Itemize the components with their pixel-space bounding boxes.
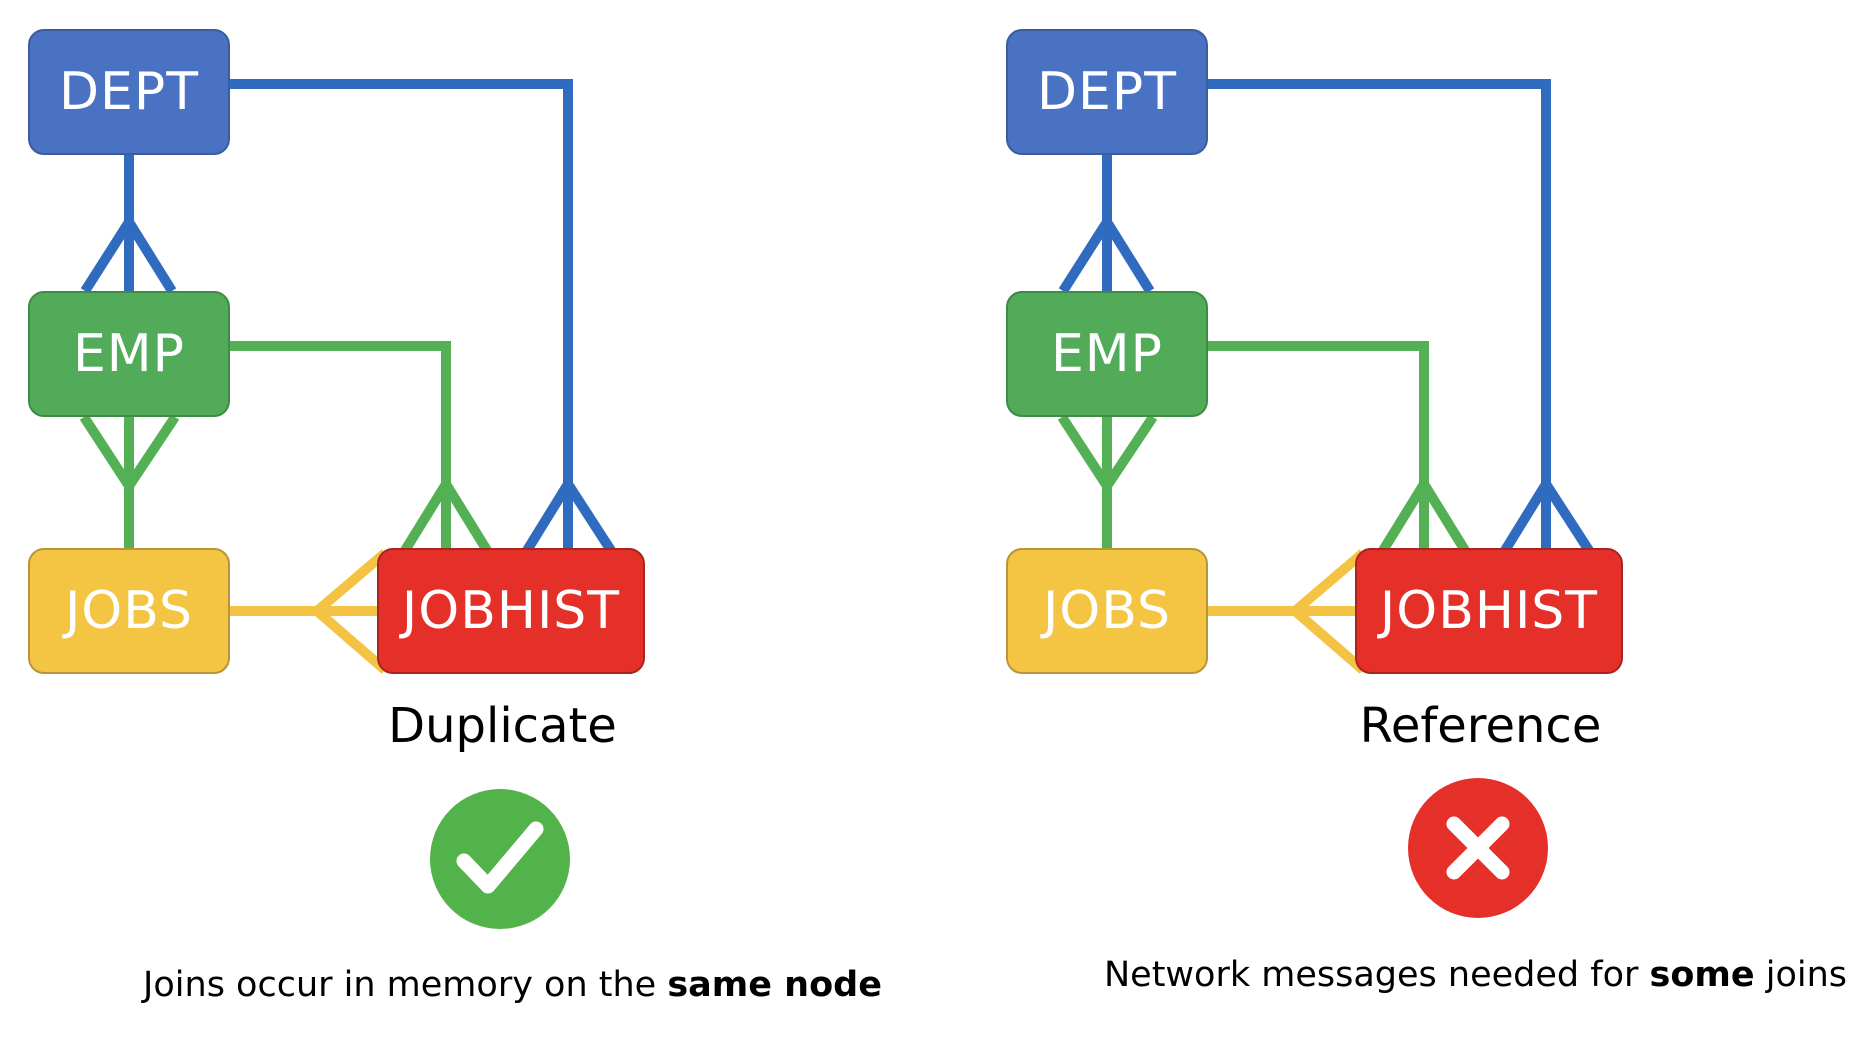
note-emphasis: some: [1649, 955, 1755, 995]
duplicate-title: Duplicate: [388, 698, 617, 754]
emp-jobhist-relationship: [1208, 341, 1471, 555]
duplicate-diagram: DEPT EMP JOBS JOBHIST Duplicate Joins oc…: [0, 29, 935, 1005]
emp-jobs-relationship: [1057, 414, 1158, 548]
reference-title: Reference: [1359, 698, 1602, 754]
reference-diagram: DEPT EMP JOBS JOBHIST Reference Network …: [978, 0, 1870, 1046]
dept-entity: DEPT: [1006, 29, 1208, 155]
dept-jobhist-relationship: [230, 79, 617, 555]
relationship-edges: [79, 79, 617, 674]
jobs-jobhist-relationship: [230, 549, 389, 674]
duplicate-note: Joins occur in memory on the same node: [0, 965, 935, 1005]
dept-emp-relationship: [80, 155, 177, 294]
reference-note: Network messages needed for some joins: [978, 955, 1870, 995]
emp-entity: EMP: [1006, 291, 1208, 417]
emp-jobhist-relationship: [230, 341, 493, 555]
dept-emp-relationship: [1058, 155, 1155, 294]
emp-entity: EMP: [28, 291, 230, 417]
emp-jobs-relationship: [79, 414, 180, 548]
jobs-jobhist-relationship: [1208, 549, 1367, 674]
check-circle-icon: [430, 789, 570, 929]
relationship-edges: [1057, 79, 1595, 674]
x-circle-icon: [1408, 778, 1548, 918]
diagram-title: Duplicate: [0, 698, 935, 754]
jobs-entity: JOBS: [28, 548, 230, 674]
dept-entity: DEPT: [28, 29, 230, 155]
note-emphasis: same node: [667, 965, 882, 1005]
diagram-title: Reference: [978, 698, 1870, 754]
note-suffix: joins: [1754, 955, 1847, 995]
note-prefix: Network messages needed for: [1103, 955, 1650, 995]
jobs-entity: JOBS: [1006, 548, 1208, 674]
note-prefix: Joins occur in memory on the: [143, 965, 668, 1005]
jobhist-entity: JOBHIST: [377, 548, 645, 674]
jobhist-entity: JOBHIST: [1355, 548, 1623, 674]
dept-jobhist-relationship: [1208, 79, 1595, 555]
